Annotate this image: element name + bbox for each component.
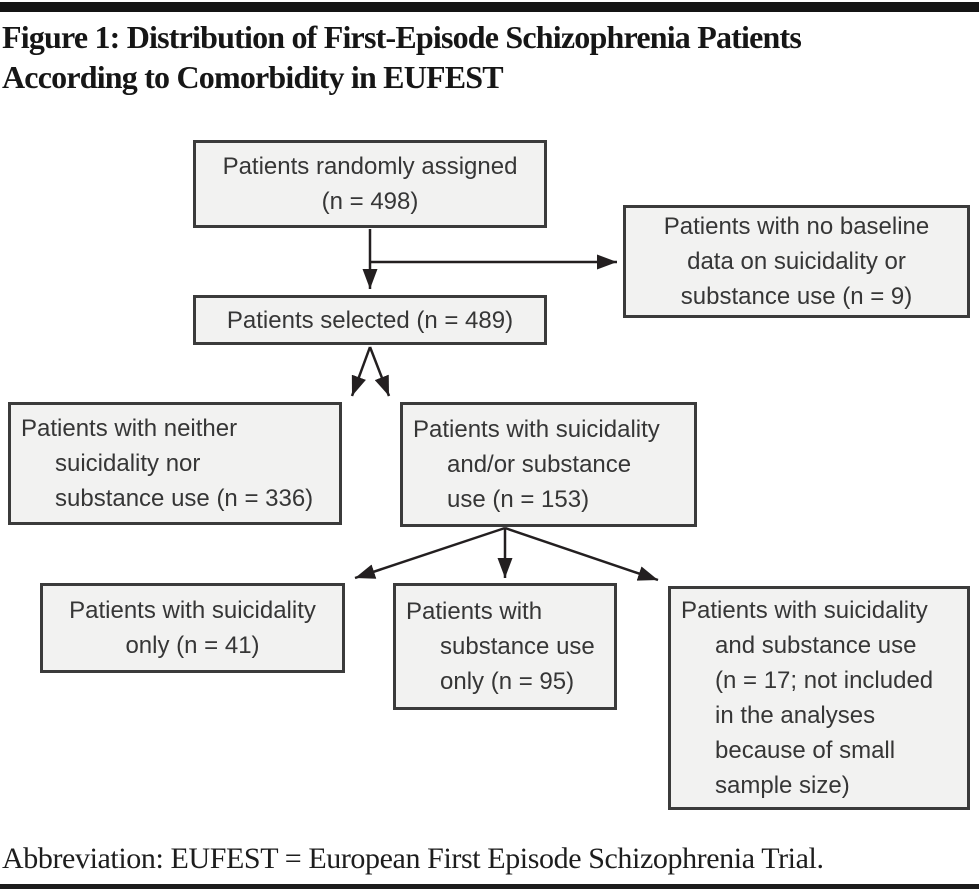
node-line: and substance use (715, 632, 917, 659)
node-line: data on suicidality or (687, 248, 906, 275)
node-line: Patients selected (n = 489) (226, 306, 514, 334)
node-line: suicidality nor (55, 450, 201, 477)
node-line: only (n = 41) (125, 632, 260, 659)
bottom-divider-rule (0, 884, 979, 889)
node-line: substance use (440, 633, 595, 660)
node-suicidality-andor-substance: Patients with suicidality and/or substan… (400, 402, 697, 527)
figure-title-line2: According to Comorbidity in EUFEST (2, 59, 504, 95)
arrow-andor-to-suicidality-only (354, 526, 506, 580)
node-line: only (n = 95) (440, 668, 575, 695)
node-line: Patients with suicidality (681, 597, 928, 624)
figure-title: Figure 1: Distribution of First-Episode … (2, 17, 977, 97)
node-neither-suicidality-nor-substance: Patients with neither suicidality nor su… (8, 402, 342, 525)
node-line: Patients with (406, 598, 543, 625)
node-line: (n = 17; not included (715, 667, 934, 694)
node-line: and/or substance (447, 451, 632, 478)
arrow-selected-to-neither (350, 346, 372, 397)
node-line: in the analyses (715, 702, 876, 729)
top-divider-rule (0, 2, 979, 12)
node-line: Patients with no baseline (663, 213, 930, 240)
node-line: (n = 498) (321, 188, 419, 215)
arrow-andor-to-both (504, 526, 659, 582)
node-patients-selected: Patients selected (n = 489) (193, 295, 547, 345)
node-suicidality-and-substance: Patients with suicidality and substance … (668, 586, 970, 810)
arrow-selected-to-andor (368, 346, 391, 397)
node-patients-randomly-assigned: Patients randomly assigned (n = 498) (193, 140, 547, 228)
node-line: Patients with neither (21, 415, 238, 442)
node-line: sample size) (715, 772, 850, 799)
node-line: Patients randomly assigned (222, 153, 518, 180)
node-suicidality-only: Patients with suicidality only (n = 41) (40, 583, 345, 673)
node-substance-use-only: Patients with substance use only (n = 95… (393, 583, 617, 710)
abbreviation-note: Abbreviation: EUFEST = European First Ep… (2, 842, 824, 875)
node-line: substance use (n = 336) (55, 485, 314, 512)
figure-title-line1: Figure 1: Distribution of First-Episode … (2, 19, 802, 55)
node-no-baseline-data: Patients with no baseline data on suicid… (623, 205, 970, 318)
node-line: Patients with suicidality (413, 416, 660, 443)
node-line: substance use (n = 9) (680, 283, 913, 310)
node-line: use (n = 153) (447, 486, 590, 513)
node-line: Patients with suicidality (69, 597, 316, 624)
node-line: because of small (715, 737, 896, 764)
